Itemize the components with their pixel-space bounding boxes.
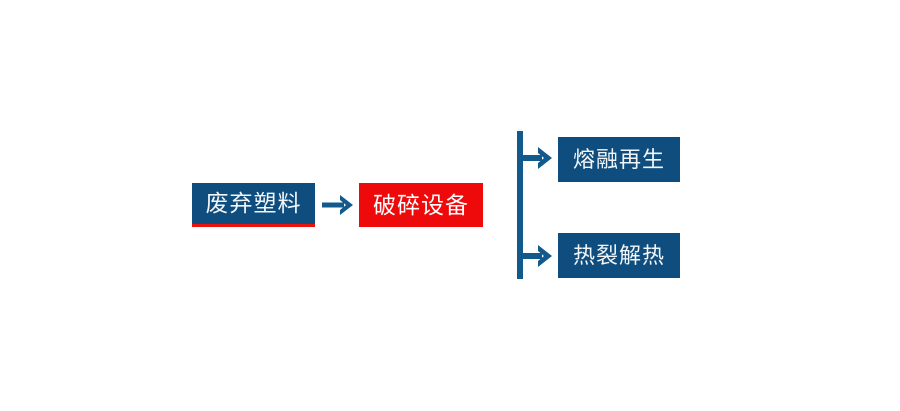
flow-node-outcome-0-label: 熔融再生 [572, 146, 665, 172]
flow-node-process-label: 破碎设备 [373, 191, 469, 218]
branch-arrow-icon [508, 125, 560, 285]
flow-node-outcome-melt-regeneration[interactable]: 熔融再生 [558, 137, 680, 182]
flow-node-process[interactable]: 破碎设备 [359, 183, 483, 227]
arrow-right-icon [320, 189, 358, 221]
flow-node-outcome-1-label: 热裂解热 [572, 242, 665, 268]
flow-node-source[interactable]: 废弃塑料 [192, 183, 315, 227]
flow-node-outcome-pyrolysis[interactable]: 热裂解热 [558, 233, 680, 278]
flow-node-source-label: 废弃塑料 [205, 190, 302, 216]
